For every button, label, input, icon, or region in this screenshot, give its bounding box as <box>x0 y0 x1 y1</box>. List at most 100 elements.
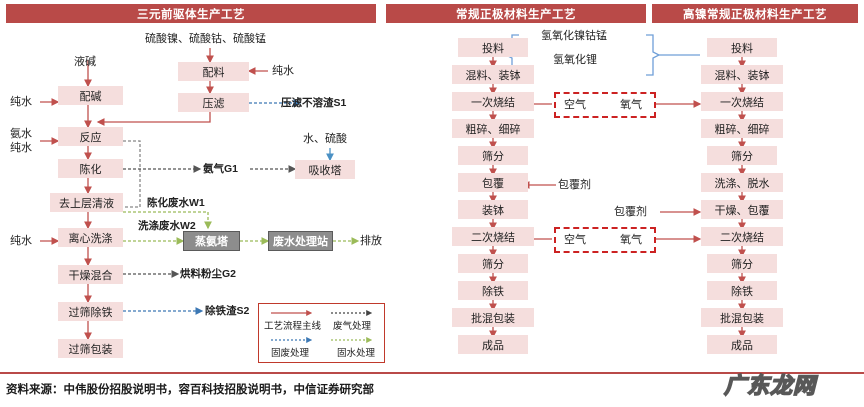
panel-header-right: 高镍常规正极材料生产工艺 <box>652 4 858 23</box>
process-box: 一次烧结 <box>701 92 783 111</box>
process-box-label: 一次烧结 <box>471 96 515 109</box>
process-box-label: 离心洗涤 <box>68 232 113 245</box>
gas-input-box-first-sinter <box>554 92 656 118</box>
process-box: 一次烧结 <box>452 92 534 111</box>
process-box-label: 陈化 <box>79 163 102 176</box>
panel-title-left: 三元前驱体生产工艺 <box>137 8 245 21</box>
process-box: 配料 <box>178 62 249 81</box>
process-box: 投料 <box>458 38 528 57</box>
process-box-label: 干燥、包覆 <box>714 204 770 217</box>
process-box-label: 包覆 <box>482 177 504 190</box>
process-box: 干燥混合 <box>58 265 123 284</box>
process-box-label: 干燥混合 <box>68 269 113 282</box>
output-label-w2: 洗涤废水W2 <box>138 220 196 232</box>
process-box-label: 压滤 <box>202 97 225 110</box>
process-box-label: 筛分 <box>482 150 504 163</box>
process-box: 去上层清液 <box>50 193 123 212</box>
legend-label-main-line: 工艺流程主线 <box>264 322 322 332</box>
gas-label-air-2: 空气 <box>564 234 586 246</box>
process-box: 陈化 <box>58 159 123 178</box>
coating-agent-label-right: 包覆剂 <box>614 206 647 218</box>
process-box-label: 一次烧结 <box>720 96 764 109</box>
process-box-label: 配碱 <box>79 90 102 103</box>
process-box-label: 过筛除铁 <box>68 306 113 319</box>
process-box-label: 筛分 <box>482 258 504 271</box>
input-label-an-shui: 氨水 <box>10 128 32 140</box>
process-box: 过筛包装 <box>58 339 123 358</box>
process-box-label: 二次烧结 <box>471 231 515 244</box>
process-box: 批混包装 <box>701 308 783 327</box>
process-box: 压滤 <box>178 93 249 112</box>
process-box: 除铁 <box>707 281 777 300</box>
input-label-water-acid: 水、硫酸 <box>303 133 347 145</box>
output-label-s1: 压滤不溶渣S1 <box>281 97 347 109</box>
raw-material-label-2: 氢氧化锂 <box>553 54 597 66</box>
source-note: 资料来源：中伟股份招股说明书，容百科技招股说明书，中信证券研究部 <box>6 384 374 396</box>
input-label-chun-shui-top: 纯水 <box>272 65 294 77</box>
process-box: 混料、装钵 <box>701 65 783 84</box>
process-box-label: 去上层清液 <box>59 197 114 210</box>
process-box: 过筛除铁 <box>58 302 123 321</box>
process-box: 二次烧结 <box>701 227 783 246</box>
gas-label-oxygen-2: 氧气 <box>620 234 642 246</box>
raw-material-label-1: 氢氧化镍钴锰 <box>541 30 607 42</box>
process-box: 混料、装钵 <box>452 65 534 84</box>
output-label-discharge: 排放 <box>360 235 382 247</box>
process-box-label: 筛分 <box>731 258 753 271</box>
process-box-label: 混料、装钵 <box>465 69 521 82</box>
process-box: 包覆 <box>458 173 528 192</box>
legend-label-waste-gas: 废气处理 <box>333 322 372 332</box>
panel-header-left: 三元前驱体生产工艺 <box>6 4 376 23</box>
process-box-label: 筛分 <box>731 150 753 163</box>
process-box: 二次烧结 <box>452 227 534 246</box>
process-box: 投料 <box>707 38 777 57</box>
process-box-label: 除铁 <box>731 285 753 298</box>
process-box: 干燥、包覆 <box>701 200 783 219</box>
process-box-label: 混料、装钵 <box>714 69 770 82</box>
gray-box-label: 蒸氨塔 <box>195 236 228 248</box>
process-box-label: 装钵 <box>482 204 504 217</box>
panel-header-middle: 常规正极材料生产工艺 <box>386 4 646 23</box>
process-box-label: 成品 <box>482 339 504 352</box>
footer-divider <box>0 372 864 374</box>
legend-label-waste-water: 固水处理 <box>337 349 376 359</box>
legend-box: 工艺流程主线 废气处理 固废处理 固水处理 <box>258 303 385 363</box>
panel-title-right: 高镍常规正极材料生产工艺 <box>683 8 827 21</box>
process-box: 筛分 <box>458 146 528 165</box>
gray-box-label: 废水处理站 <box>273 236 328 248</box>
process-box: 粗碎、细碎 <box>701 119 783 138</box>
input-label-chun-shui-2: 纯水 <box>10 142 32 154</box>
process-box-label: 投料 <box>731 42 753 55</box>
coating-agent-label-middle: 包覆剂 <box>558 179 591 191</box>
process-box: 反应 <box>58 127 123 146</box>
process-box: 吸收塔 <box>295 160 355 179</box>
input-label-chun-shui-3: 纯水 <box>10 235 32 247</box>
input-label-chun-shui-1: 纯水 <box>10 96 32 108</box>
process-box: 除铁 <box>458 281 528 300</box>
process-box-label: 除铁 <box>482 285 504 298</box>
output-label-s2: 除铁渣S2 <box>205 305 250 317</box>
process-box-label: 批混包装 <box>720 312 764 325</box>
gas-label-oxygen-1: 氧气 <box>620 99 642 111</box>
process-box: 筛分 <box>458 254 528 273</box>
process-box: 配碱 <box>58 86 123 105</box>
gas-input-box-second-sinter <box>554 227 656 253</box>
process-box-label: 二次烧结 <box>720 231 764 244</box>
legend-label-solid-waste: 固废处理 <box>271 349 310 359</box>
process-box: 筛分 <box>707 146 777 165</box>
input-label-ye-jian: 液碱 <box>74 56 96 68</box>
gray-process-box: 废水处理站 <box>268 231 333 251</box>
process-box-label: 成品 <box>731 339 753 352</box>
process-box-label: 投料 <box>482 42 504 55</box>
process-box-label: 配料 <box>202 66 225 79</box>
process-box: 洗涤、脱水 <box>701 173 783 192</box>
panel-title-middle: 常规正极材料生产工艺 <box>456 8 576 21</box>
gray-process-box: 蒸氨塔 <box>183 231 240 251</box>
process-box-label: 过筛包装 <box>68 343 113 356</box>
process-box-label: 粗碎、细碎 <box>465 123 521 136</box>
output-label-w1: 陈化废水W1 <box>147 197 205 209</box>
output-label-g2: 烘料粉尘G2 <box>180 268 237 280</box>
process-box: 粗碎、细碎 <box>452 119 534 138</box>
process-box: 装钵 <box>458 200 528 219</box>
